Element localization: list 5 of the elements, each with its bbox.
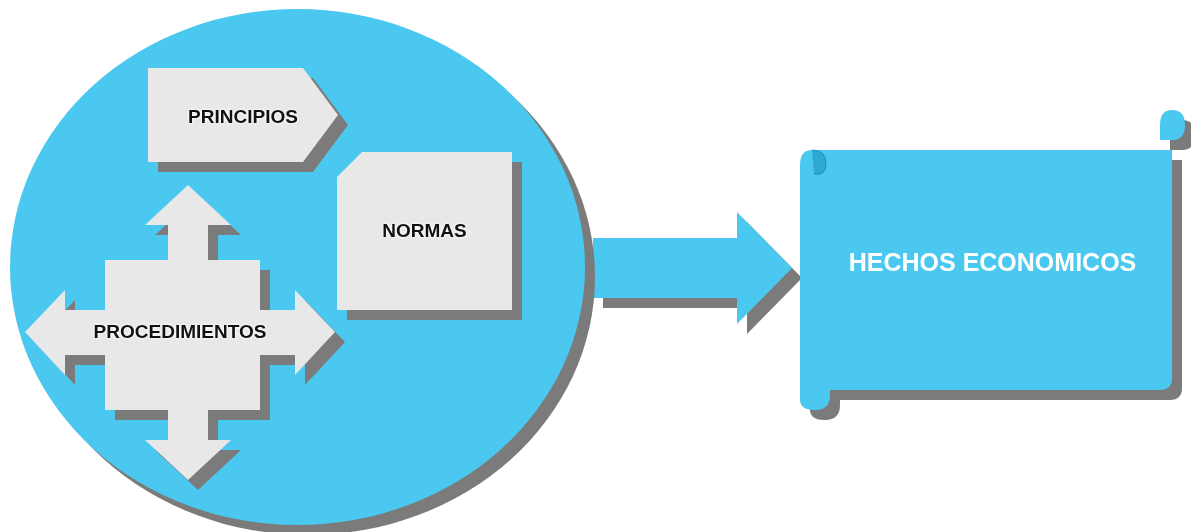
- node-label: PRINCIPIOS: [187, 106, 299, 128]
- node-label: HECHOS ECONOMICOS: [847, 248, 1138, 277]
- arrow: [593, 212, 792, 324]
- node-label: PROCEDIMIENTOS: [92, 321, 268, 343]
- node-label: NORMAS: [381, 220, 468, 242]
